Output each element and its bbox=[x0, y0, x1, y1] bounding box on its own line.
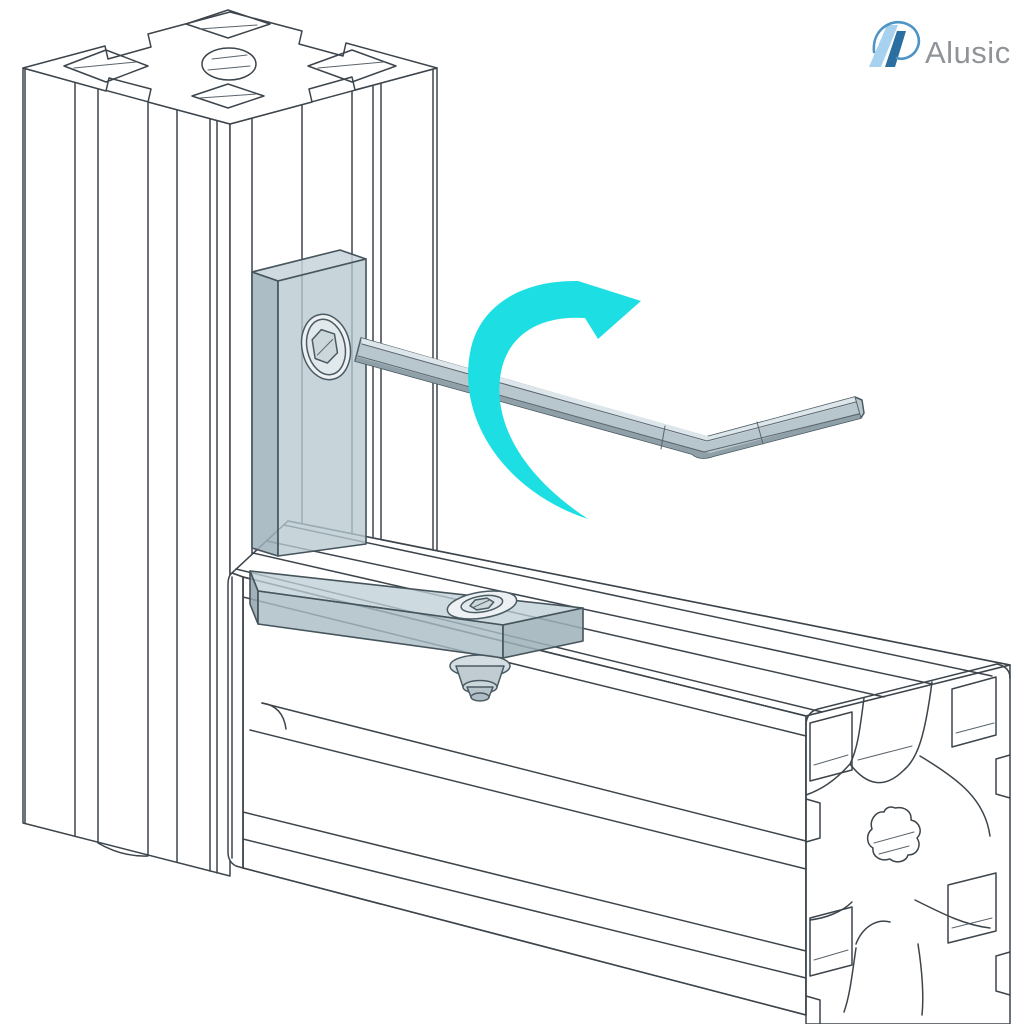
rotation-arrow bbox=[468, 280, 641, 519]
vertical-screw bbox=[300, 313, 352, 381]
brand-name: Alusic bbox=[925, 35, 1011, 70]
bracket-vertical-arm-side bbox=[251, 271, 279, 557]
logo-swoosh-icon bbox=[872, 20, 921, 61]
beam-end-face bbox=[805, 664, 1011, 1024]
logo-a-right-stroke bbox=[885, 31, 906, 67]
horizontal-profile-drawing bbox=[227, 520, 1011, 1024]
t-nut bbox=[449, 654, 511, 702]
hex-key-highlight-2 bbox=[706, 397, 856, 442]
beam-end-cross-section bbox=[805, 676, 1011, 1024]
brand-logo: Alusic bbox=[869, 20, 1011, 70]
post-left-face bbox=[22, 67, 231, 877]
bracket-horizontal-arm-end bbox=[502, 607, 584, 659]
horizontal-screw bbox=[446, 590, 518, 620]
hex-key bbox=[354, 337, 865, 459]
post-top-cross-section bbox=[22, 9, 438, 125]
logo-a-left-stroke bbox=[869, 25, 898, 67]
beam-left-end-sliver bbox=[227, 572, 244, 869]
bracket-vertical-arm-front bbox=[277, 258, 367, 557]
hex-key-highlight bbox=[361, 338, 708, 442]
hex-key-shadow-2 bbox=[710, 413, 861, 456]
hex-key-shadow bbox=[355, 357, 714, 459]
